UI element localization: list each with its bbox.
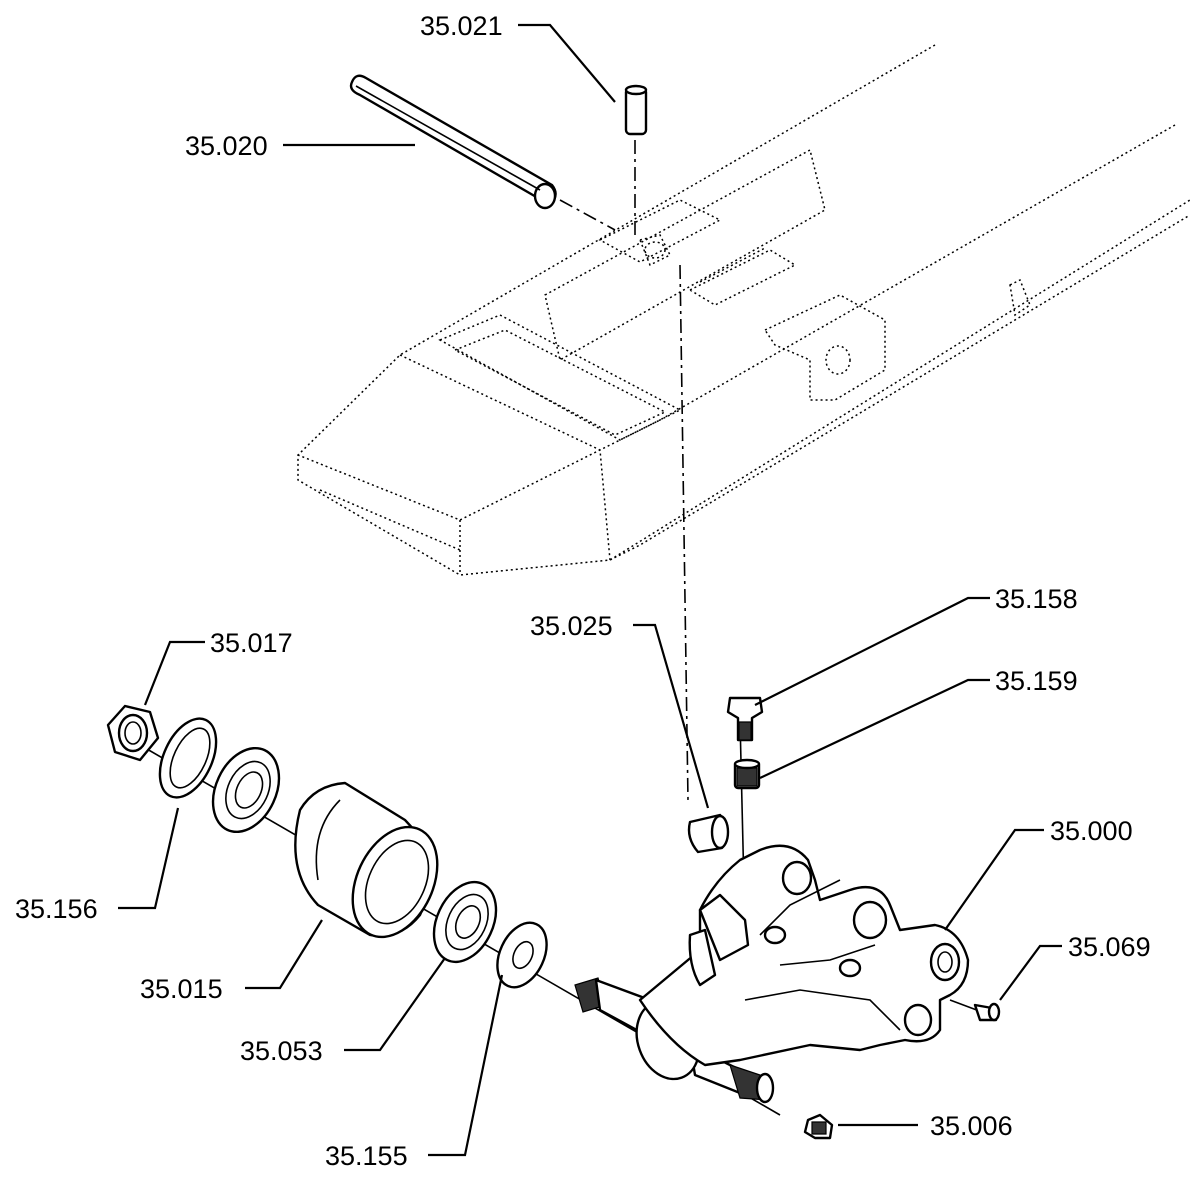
screw-35069 <box>973 1002 1001 1022</box>
label-35020: 35.020 <box>185 131 268 161</box>
bearing-left <box>211 746 281 834</box>
seal-35156 <box>158 717 218 799</box>
bearing-right <box>432 880 498 964</box>
roll-pin-35021 <box>624 84 648 136</box>
label-35015: 35.015 <box>140 974 223 1004</box>
bushing-35159 <box>733 758 761 790</box>
lever-35000 <box>574 844 970 1104</box>
fork-frame-outline <box>297 44 1191 576</box>
label-35053: 35.053 <box>240 1036 323 1066</box>
washer-35155 <box>496 921 548 989</box>
pin-35020 <box>349 74 557 210</box>
leader-lines <box>118 23 1062 1157</box>
nipple-35006 <box>803 1113 834 1140</box>
label-35156: 35.156 <box>15 894 98 924</box>
sleeve-35025 <box>687 813 730 854</box>
nut-35017 <box>106 704 160 762</box>
label-35155: 35.155 <box>325 1141 408 1171</box>
label-35017: 35.017 <box>210 628 293 658</box>
label-35069: 35.069 <box>1068 932 1151 962</box>
label-35158: 35.158 <box>995 584 1078 614</box>
roller-35015 <box>294 781 439 939</box>
label-35025: 35.025 <box>530 611 613 641</box>
label-35159: 35.159 <box>995 666 1078 696</box>
part-labels: 35.021 35.020 35.158 35.025 35.017 35.15… <box>15 11 1151 1171</box>
label-35021: 35.021 <box>420 11 503 41</box>
label-35000: 35.000 <box>1050 816 1133 846</box>
label-35006: 35.006 <box>930 1111 1013 1141</box>
